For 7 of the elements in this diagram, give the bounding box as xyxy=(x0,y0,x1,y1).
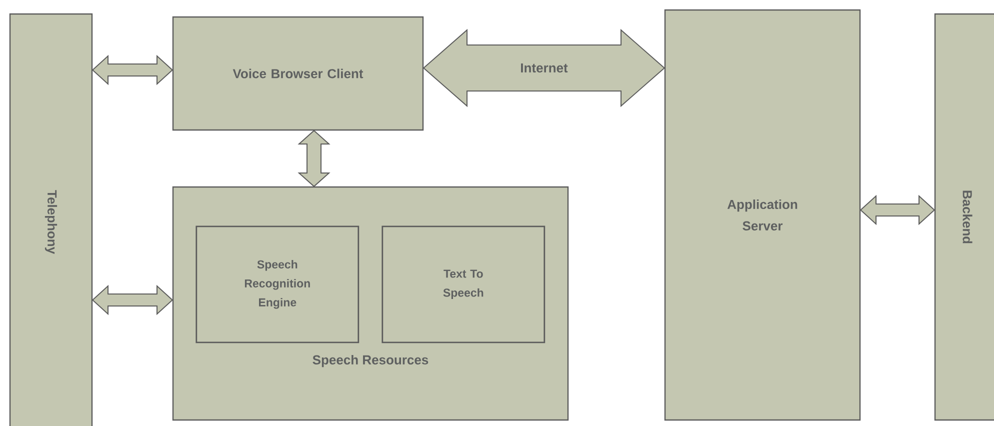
component-box: Backend xyxy=(934,13,994,421)
component-box: Application Server xyxy=(664,9,861,421)
component-box: Text To Speech xyxy=(382,226,546,344)
component-box: Voice Browser Client xyxy=(172,16,424,131)
edge-label: Internet xyxy=(519,62,569,74)
component-box: Speech Recognition Engine xyxy=(196,226,360,344)
component-box: Telephony xyxy=(9,13,93,426)
